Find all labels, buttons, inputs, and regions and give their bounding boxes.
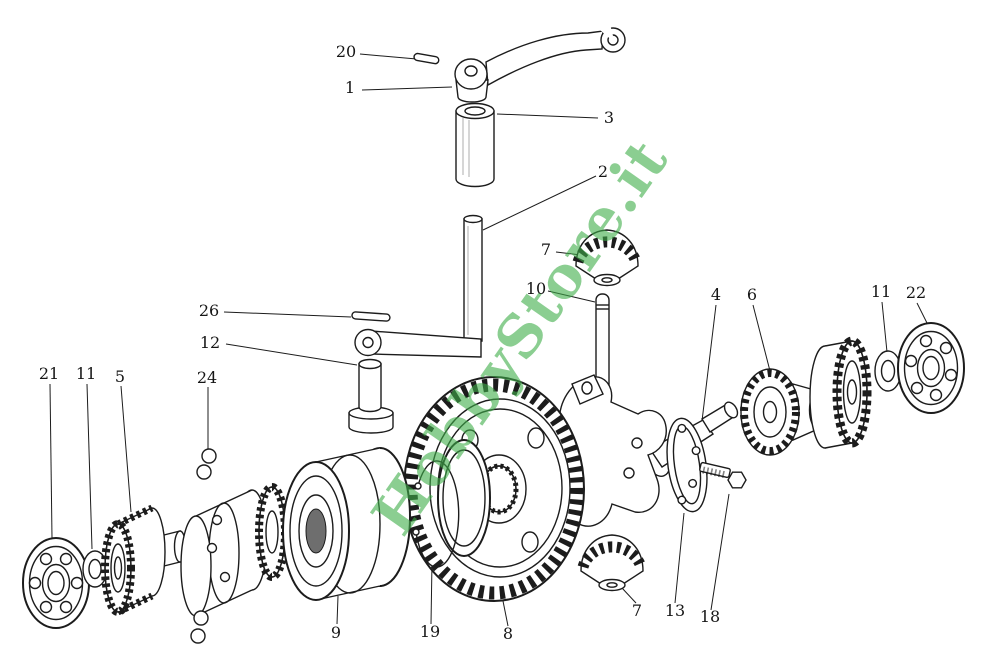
pinion-gear-5 — [101, 504, 187, 616]
part-label-11-left: 11 — [75, 364, 97, 383]
flange-13 — [666, 417, 708, 513]
circlip-19 — [412, 460, 460, 568]
part-label-22: 22 — [905, 283, 927, 302]
leader-lines — [49, 53, 929, 627]
part-label-11-right: 11 — [870, 282, 892, 301]
part-label-6: 6 — [746, 285, 758, 304]
part-label-9: 9 — [330, 623, 342, 642]
part-label-1: 1 — [344, 78, 356, 97]
drum-9 — [282, 447, 411, 601]
part-label-7-bottom: 7 — [631, 601, 643, 620]
part-label-8: 8 — [502, 624, 514, 643]
part-label-5: 5 — [114, 367, 126, 386]
bevel-pinion-7-top — [572, 229, 642, 287]
part-label-2: 2 — [597, 162, 609, 181]
spur-gear — [809, 336, 872, 449]
part-label-13: 13 — [664, 601, 686, 620]
part-label-3: 3 — [603, 108, 615, 127]
fork-shaft-2 — [463, 214, 483, 342]
bushing-3 — [455, 102, 495, 188]
linkage-arm — [354, 328, 482, 358]
part-label-24: 24 — [196, 368, 218, 387]
part-label-4: 4 — [710, 285, 722, 304]
selector-lever-1 — [454, 18, 626, 103]
part-label-12: 12 — [199, 333, 221, 352]
roll-pin-26 — [351, 311, 391, 322]
coupling-housing — [180, 483, 289, 617]
part-label-7-top: 7 — [540, 240, 552, 259]
part-label-18: 18 — [699, 607, 721, 626]
part-label-10: 10 — [525, 279, 547, 298]
bolt-18 — [699, 461, 747, 489]
ball-bearing-21 — [22, 537, 90, 629]
shim-ring — [437, 439, 491, 557]
part-label-26: 26 — [198, 301, 220, 320]
pivot-pin-12 — [348, 358, 394, 434]
balls-24 — [190, 448, 217, 644]
part-label-21: 21 — [38, 364, 60, 383]
washer-11-right — [874, 350, 902, 392]
dowel-pin-20 — [413, 52, 440, 65]
ball-bearing-22 — [897, 322, 965, 414]
bevel-pinion-7-bottom — [577, 534, 647, 592]
part-label-20: 20 — [335, 42, 357, 61]
crown-gear-8 — [403, 376, 585, 602]
part-label-19: 19 — [419, 622, 441, 641]
